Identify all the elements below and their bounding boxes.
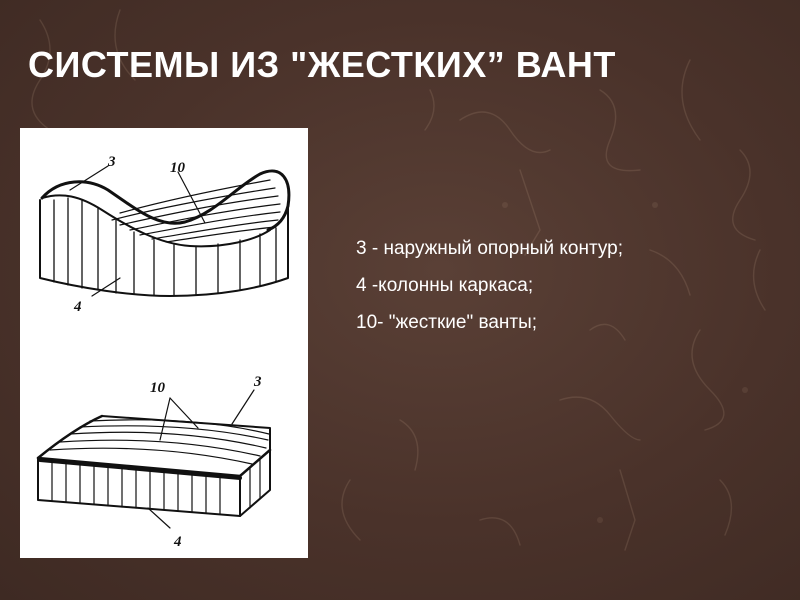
callout-4-top: 4 — [73, 299, 82, 315]
box-roof-drawing — [36, 389, 272, 529]
legend-item: 10- "жесткие" ванты; — [356, 312, 538, 333]
callout-3-bottom: 3 — [253, 374, 262, 390]
saddle-roof-drawing — [39, 165, 291, 297]
callout-10-bottom: 10 — [150, 380, 166, 396]
legend-list: 3 - наружный опорный контур; 4 -колонны … — [356, 230, 623, 341]
callout-3-top: 3 — [107, 154, 116, 170]
rigid-cable-systems-drawing: 3 10 4 10 3 4 — [36, 154, 291, 550]
legend-item: 4 -колонны каркаса; — [356, 275, 534, 296]
callout-10-top: 10 — [170, 160, 186, 176]
callout-4-bottom: 4 — [173, 534, 182, 550]
slide-title: СИСТЕМЫ ИЗ "ЖЕСТКИХ” ВАНТ — [28, 44, 616, 85]
legend-item: 3 - наружный опорный контур; — [356, 238, 623, 259]
figure-panel: 3 10 4 10 3 4 — [20, 128, 308, 558]
